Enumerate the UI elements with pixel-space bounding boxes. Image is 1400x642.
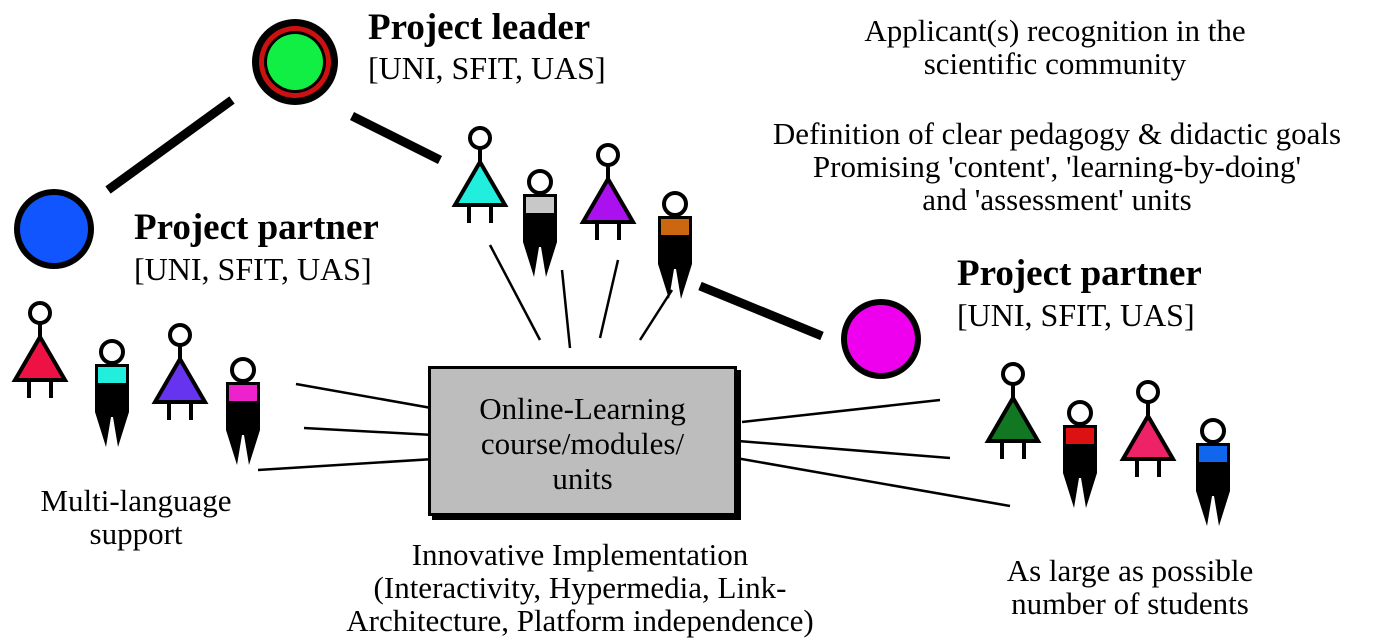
person-leader-team-1 <box>451 126 509 223</box>
students-line-1: As large as possible <box>1006 553 1254 588</box>
students-note: As large as possible number of students <box>955 554 1305 620</box>
right-partner-node <box>841 299 921 379</box>
person-left-group-3 <box>151 323 209 420</box>
language-note: Multi-language support <box>0 484 272 550</box>
person-left-group-1 <box>11 301 69 398</box>
left-partner-node <box>14 189 94 269</box>
leader-institutions: [UNI, SFIT, UAS] <box>368 50 606 86</box>
right-partner-title: Project partner <box>957 253 1202 294</box>
person-left-group-2 <box>95 339 129 447</box>
implementation-line-2: (Interactivity, Hypermedia, Link- <box>373 570 787 605</box>
person-right-group-1 <box>984 362 1042 459</box>
person-leader-team-3 <box>579 143 637 240</box>
students-line-2: number of students <box>1011 586 1249 621</box>
line-leader-team-4 <box>638 289 674 341</box>
leader-node <box>252 19 338 105</box>
pedagogy-line-3: and 'assessment' units <box>922 182 1192 217</box>
person-left-group-4 <box>226 357 260 465</box>
left-partner-title: Project partner <box>134 207 379 248</box>
line-right-group-3 <box>735 456 1011 508</box>
connector-leader-to-team <box>349 111 443 165</box>
implementation-note: Innovative Implementation (Interactivity… <box>298 538 862 637</box>
language-line-2: support <box>89 516 183 551</box>
right-partner-institutions: [UNI, SFIT, UAS] <box>957 297 1195 333</box>
recognition-note: Applicant(s) recognition in the scientif… <box>800 14 1310 80</box>
online-learning-box-text: Online-Learning course/modules/ units <box>431 391 734 496</box>
pedagogy-line-1: Definition of clear pedagogy & didactic … <box>772 116 1342 151</box>
person-right-group-2 <box>1063 400 1097 508</box>
line-leader-team-3 <box>598 259 620 339</box>
line-left-group-2 <box>303 426 453 438</box>
person-leader-team-2 <box>523 169 557 277</box>
box-line-2: course/modules/ <box>480 426 685 461</box>
line-left-group-1 <box>295 382 455 414</box>
language-line-1: Multi-language <box>40 483 232 518</box>
line-right-group-2 <box>737 439 951 460</box>
box-line-3: units <box>552 461 613 496</box>
connector-leader-to-left-partner <box>105 96 235 194</box>
line-leader-team-2 <box>560 269 572 349</box>
line-leader-team-1 <box>488 244 542 341</box>
people-layer <box>11 126 1230 526</box>
recognition-line-2: scientific community <box>923 46 1187 81</box>
left-partner-institutions: [UNI, SFIT, UAS] <box>134 251 372 287</box>
person-leader-team-4 <box>658 191 692 299</box>
line-right-group-1 <box>741 398 941 424</box>
connector-team-to-right-partner <box>698 281 824 341</box>
implementation-line-1: Innovative Implementation <box>411 537 749 572</box>
person-right-group-3 <box>1119 380 1177 477</box>
recognition-line-1: Applicant(s) recognition in the <box>864 13 1246 48</box>
online-learning-box: Online-Learning course/modules/ units <box>428 366 737 516</box>
person-right-group-4 <box>1196 418 1230 526</box>
line-left-group-3 <box>257 456 451 472</box>
leader-title: Project leader <box>368 7 591 48</box>
pedagogy-note: Definition of clear pedagogy & didactic … <box>712 117 1400 216</box>
pedagogy-line-2: Promising 'content', 'learning-by-doing' <box>812 149 1302 184</box>
implementation-line-3: Architecture, Platform independence) <box>346 603 814 638</box>
box-line-1: Online-Learning <box>479 391 686 426</box>
